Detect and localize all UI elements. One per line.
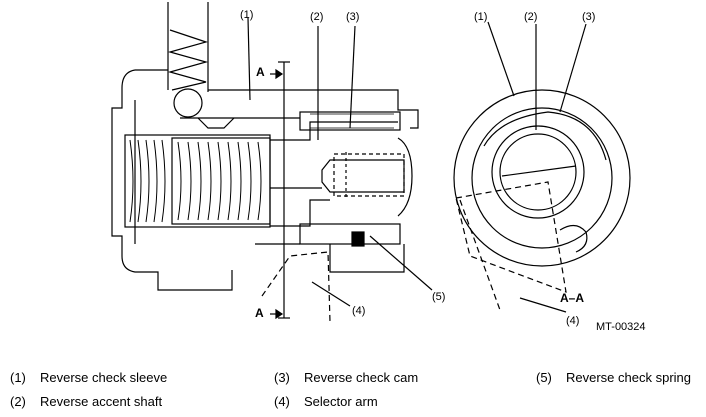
sectional-view: [111, 2, 433, 323]
legend-number: (4): [274, 394, 290, 409]
figure-code: MT-00324: [596, 321, 646, 333]
callout-left-3: (3): [346, 11, 359, 23]
legend-number: (2): [10, 394, 26, 409]
legend-number: (1): [10, 370, 26, 385]
callout-left-5: (5): [432, 291, 445, 303]
callout-right-1: (1): [474, 11, 487, 23]
callout-right-4: (4): [566, 315, 579, 327]
legend-label: Reverse check spring: [566, 370, 691, 385]
legend-item: (5) Reverse check spring: [536, 370, 691, 385]
legend-item: (2) Reverse accent shaft: [10, 394, 162, 409]
legend-item: (3) Reverse check cam: [274, 370, 418, 385]
legend-label: Reverse check sleeve: [40, 370, 168, 385]
legend-label: Reverse check cam: [304, 370, 419, 385]
legend-label: Selector arm: [304, 394, 378, 409]
callout-left-1: (1): [240, 9, 253, 21]
callout-left-2: (2): [310, 11, 323, 23]
callout-left-4: (4): [352, 305, 365, 317]
legend-item: (4) Selector arm: [274, 394, 378, 409]
section-marker-bottom: A: [255, 306, 264, 320]
callout-right-3: (3): [582, 11, 595, 23]
section-aa-view: [453, 21, 631, 313]
section-view-label: A–A: [560, 291, 584, 305]
legend-item: (1) Reverse check sleeve: [10, 370, 167, 385]
legend-number: (3): [274, 370, 290, 385]
legend-label: Reverse accent shaft: [40, 394, 163, 409]
check-ball: [173, 88, 203, 118]
callout-right-2: (2): [524, 11, 537, 23]
section-marker-top: A: [256, 65, 265, 79]
legend-number: (5): [536, 370, 552, 385]
mechanism-diagram: (1) (2) (3) (4) (5) A A (1) (2) (3) (4) …: [111, 2, 646, 333]
